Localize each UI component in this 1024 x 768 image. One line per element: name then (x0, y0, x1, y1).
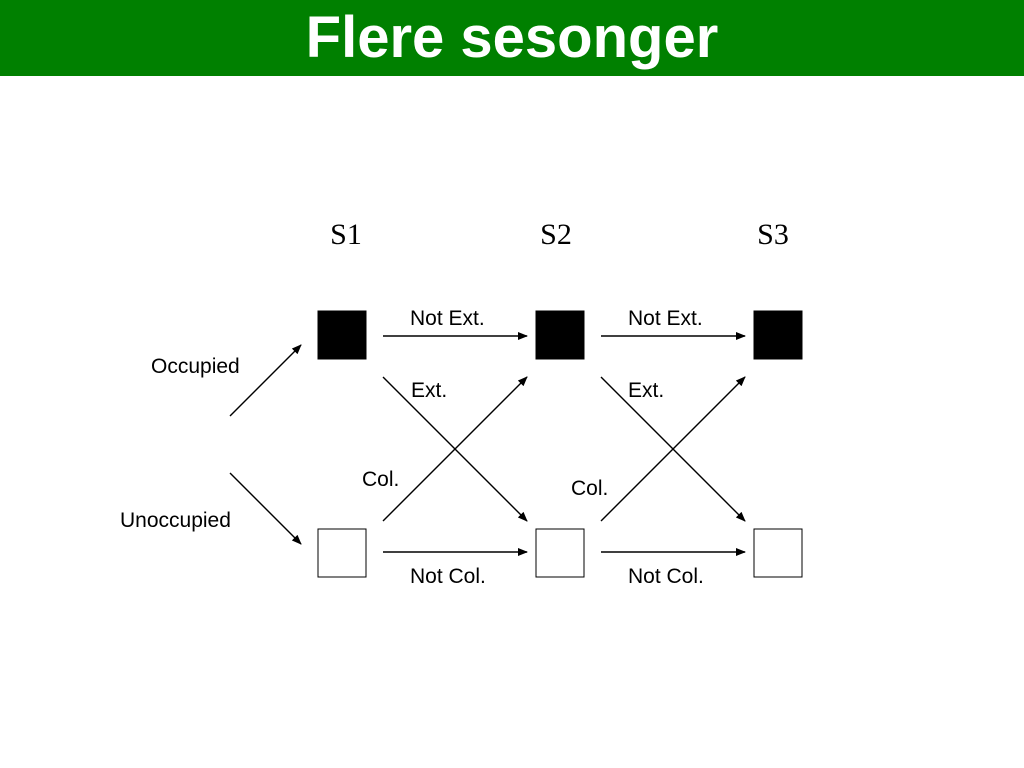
arrow-col-s1-s2 (382, 376, 528, 522)
title-bar: Flere sesonger (0, 0, 1024, 76)
label-col-s2-s3: Col. (571, 477, 608, 500)
entry-arrow-unoccupied (229, 472, 302, 545)
occupied-box-s3 (753, 310, 803, 360)
label-ext-s1-s2: Ext. (411, 379, 447, 402)
arrow-col-s2-s3 (600, 376, 746, 522)
label-not-col-s1-s2: Not Col. (410, 565, 486, 588)
label-not-ext-s1-s2: Not Ext. (410, 307, 485, 330)
occupied-box-s2 (535, 310, 585, 360)
label-col-s1-s2: Col. (362, 468, 399, 491)
occupied-label: Occupied (151, 355, 240, 378)
unoccupied-box-s2 (535, 528, 585, 578)
unoccupied-box-s3 (753, 528, 803, 578)
season-label-s2: S2 (540, 218, 572, 251)
entry-arrow-occupied (229, 344, 302, 417)
unoccupied-label: Unoccupied (120, 509, 231, 532)
page-title: Flere sesonger (305, 5, 719, 70)
season-label-s3: S3 (757, 218, 789, 251)
label-not-ext-s2-s3: Not Ext. (628, 307, 703, 330)
occupied-box-s1 (317, 310, 367, 360)
label-not-col-s2-s3: Not Col. (628, 565, 704, 588)
label-ext-s2-s3: Ext. (628, 379, 664, 402)
season-label-s1: S1 (330, 218, 362, 251)
unoccupied-box-s1 (317, 528, 367, 578)
